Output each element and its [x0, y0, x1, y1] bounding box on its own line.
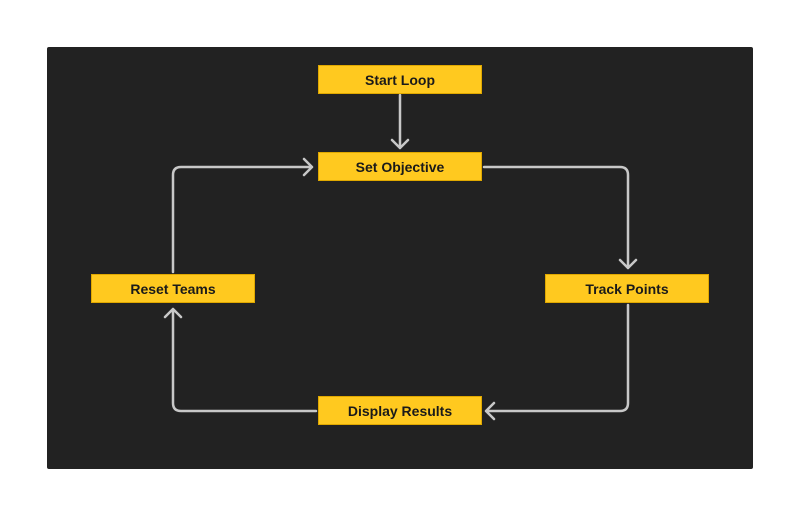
node-display-results: Display Results [318, 396, 482, 425]
node-label: Set Objective [355, 158, 445, 175]
node-set-objective: Set Objective [318, 152, 482, 181]
node-label: Track Points [585, 280, 669, 297]
arrow-reset-to-objective [171, 157, 314, 274]
node-reset-teams: Reset Teams [91, 274, 255, 303]
arrow-objective-to-track [482, 165, 638, 270]
arrow-display-to-reset [163, 307, 318, 413]
arrow-track-to-display [484, 303, 630, 421]
arrow-start-to-objective [390, 93, 410, 150]
node-start-loop: Start Loop [318, 65, 482, 94]
node-label: Display Results [347, 402, 453, 419]
node-label: Reset Teams [130, 280, 216, 297]
node-track-points: Track Points [545, 274, 709, 303]
node-label: Start Loop [365, 71, 435, 88]
